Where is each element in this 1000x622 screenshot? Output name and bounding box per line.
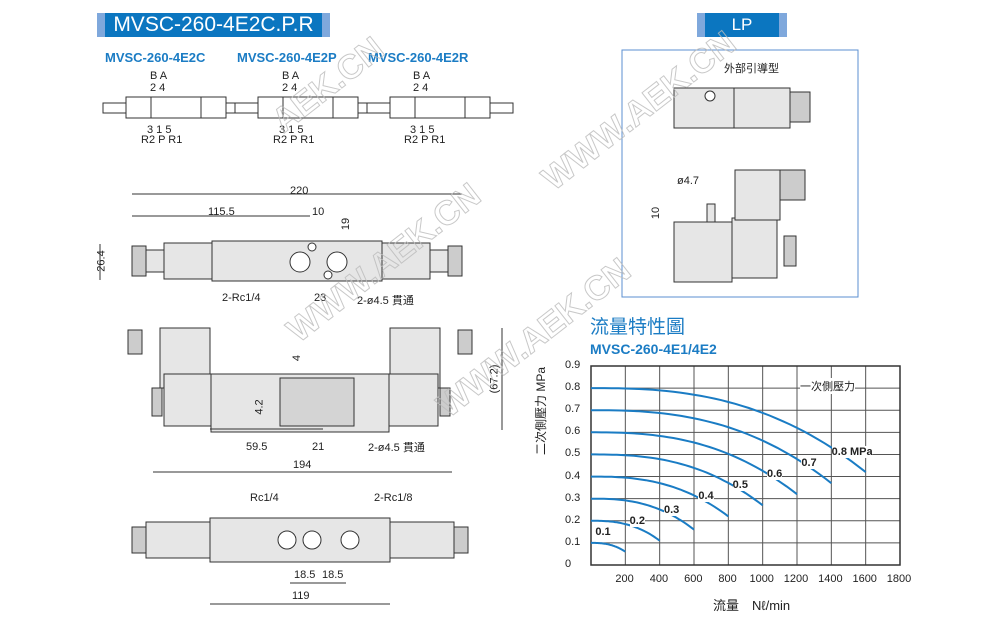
- y-tick-label: 0.7: [565, 403, 581, 416]
- schematic-4e2p: [234, 96, 382, 119]
- dim-to-port: 115.5: [208, 206, 235, 218]
- schematic-4e2r: [366, 96, 514, 119]
- front-view-drawing: [127, 327, 503, 473]
- port-numbers: 2 4: [150, 82, 166, 94]
- series-label-0.8: 0.8 MPa: [831, 446, 873, 459]
- dim-4-2: 4.2: [253, 399, 266, 415]
- series-label-0.1: 0.1: [595, 525, 611, 538]
- x-tick-label: 200: [615, 573, 634, 585]
- port-letters: B A: [150, 70, 168, 82]
- y-tick-label: 0.6: [565, 425, 581, 438]
- x-tick-label: 1000: [749, 573, 774, 585]
- series-label-0.6: 0.6: [767, 468, 783, 481]
- hole-label: 2-ø4.5 貫通: [368, 442, 425, 454]
- dim-4: 4: [291, 354, 304, 362]
- x-tick-label: 400: [649, 573, 669, 585]
- x-tick-label: 1600: [852, 573, 877, 585]
- y-tick-label: 0.9: [565, 359, 581, 371]
- port-numbers: 3 1 5: [147, 124, 172, 136]
- x-tick-label: 600: [684, 573, 703, 585]
- dim-pitch: 10: [312, 206, 325, 218]
- lp-title: LP: [697, 13, 787, 37]
- port-letters: R2 P R1: [141, 134, 183, 146]
- hole-label: 2-ø4.5 貫通: [357, 295, 414, 307]
- y-tick-label: 0.2: [565, 513, 581, 526]
- y-tick-label: 0.3: [565, 491, 581, 504]
- chart-subtitle: MVSC-260-4E1/4E2: [590, 341, 717, 357]
- dim-overall: 220: [290, 185, 309, 197]
- series-label-0.4: 0.4: [698, 490, 714, 503]
- legend-label: 一次側壓力: [800, 378, 855, 394]
- dim-18-5: 18.5: [294, 569, 316, 581]
- port-letters: R2 P R1: [404, 134, 446, 146]
- series-line-0.3: [591, 497, 695, 531]
- dim-offset: 19: [340, 217, 353, 231]
- series-line-0.2: [591, 519, 661, 542]
- schematic-4e2c: [102, 96, 250, 119]
- y-tick-label: 0.5: [565, 447, 581, 460]
- lp-drawing: [621, 49, 859, 298]
- series-line-0.6: [591, 431, 798, 495]
- y-tick-label: 0: [565, 558, 572, 570]
- dim-21: 21: [312, 441, 325, 453]
- x-tick-label: 1800: [886, 573, 912, 585]
- schematic-title: MVSC-260-4E2R: [368, 50, 469, 65]
- series-line-0.1: [591, 541, 626, 553]
- x-tick-label: 1400: [818, 573, 843, 585]
- flow-chart: [590, 365, 901, 566]
- y-tick-label: 0.4: [565, 469, 581, 482]
- pilot-label: 外部引導型: [724, 63, 779, 75]
- page-title: MVSC-260-4E2C.P.R: [97, 13, 330, 37]
- schematic-title: MVSC-260-4E2P: [237, 50, 337, 65]
- x-tick-label: 1200: [783, 573, 809, 585]
- port-letters: B A: [413, 70, 431, 82]
- schematic-title: MVSC-260-4E2C: [105, 50, 206, 65]
- series-line-0.7: [591, 409, 832, 484]
- series-line-0.8: [591, 387, 867, 473]
- plot-frame: [590, 365, 901, 566]
- dim-port-spacing: 23: [314, 292, 327, 304]
- port-letters: R2 P R1: [273, 134, 315, 146]
- dim-18-5: 18.5: [322, 569, 344, 581]
- dim-overall: 194: [293, 459, 312, 471]
- port-numbers: 2 4: [413, 82, 429, 94]
- port-numbers: 3 1 5: [279, 124, 304, 136]
- dim-height: 26.4: [95, 250, 108, 272]
- series-label-0.5: 0.5: [732, 479, 748, 492]
- port-numbers: 2 4: [282, 82, 298, 94]
- bottom-view-drawing: [131, 517, 469, 605]
- dim-59-5: 59.5: [246, 441, 268, 453]
- dim-diameter: ø4.7: [677, 175, 700, 187]
- x-tick-label: 800: [718, 573, 737, 585]
- series-label-0.7: 0.7: [801, 457, 817, 470]
- x-axis-label: 流量 Nℓ/min: [713, 598, 791, 613]
- y-tick-label: 0.8: [565, 381, 581, 394]
- chart-title: 流量特性圖: [590, 317, 686, 338]
- port-label: 2-Rc1/8: [374, 492, 413, 504]
- port-label: 2-Rc1/4: [222, 292, 261, 304]
- series-label-0.3: 0.3: [664, 503, 680, 516]
- top-view-drawing: [99, 193, 463, 282]
- dim-height: 10: [650, 206, 663, 220]
- y-tick-label: 0.1: [565, 535, 581, 548]
- y-axis-label: 二次側壓力 MPa: [534, 366, 548, 455]
- port-label: Rc1/4: [250, 492, 279, 504]
- port-numbers: 3 1 5: [410, 124, 435, 136]
- port-letters: B A: [282, 70, 300, 82]
- series-label-0.2: 0.2: [629, 514, 645, 527]
- dim-overall: 119: [292, 590, 310, 602]
